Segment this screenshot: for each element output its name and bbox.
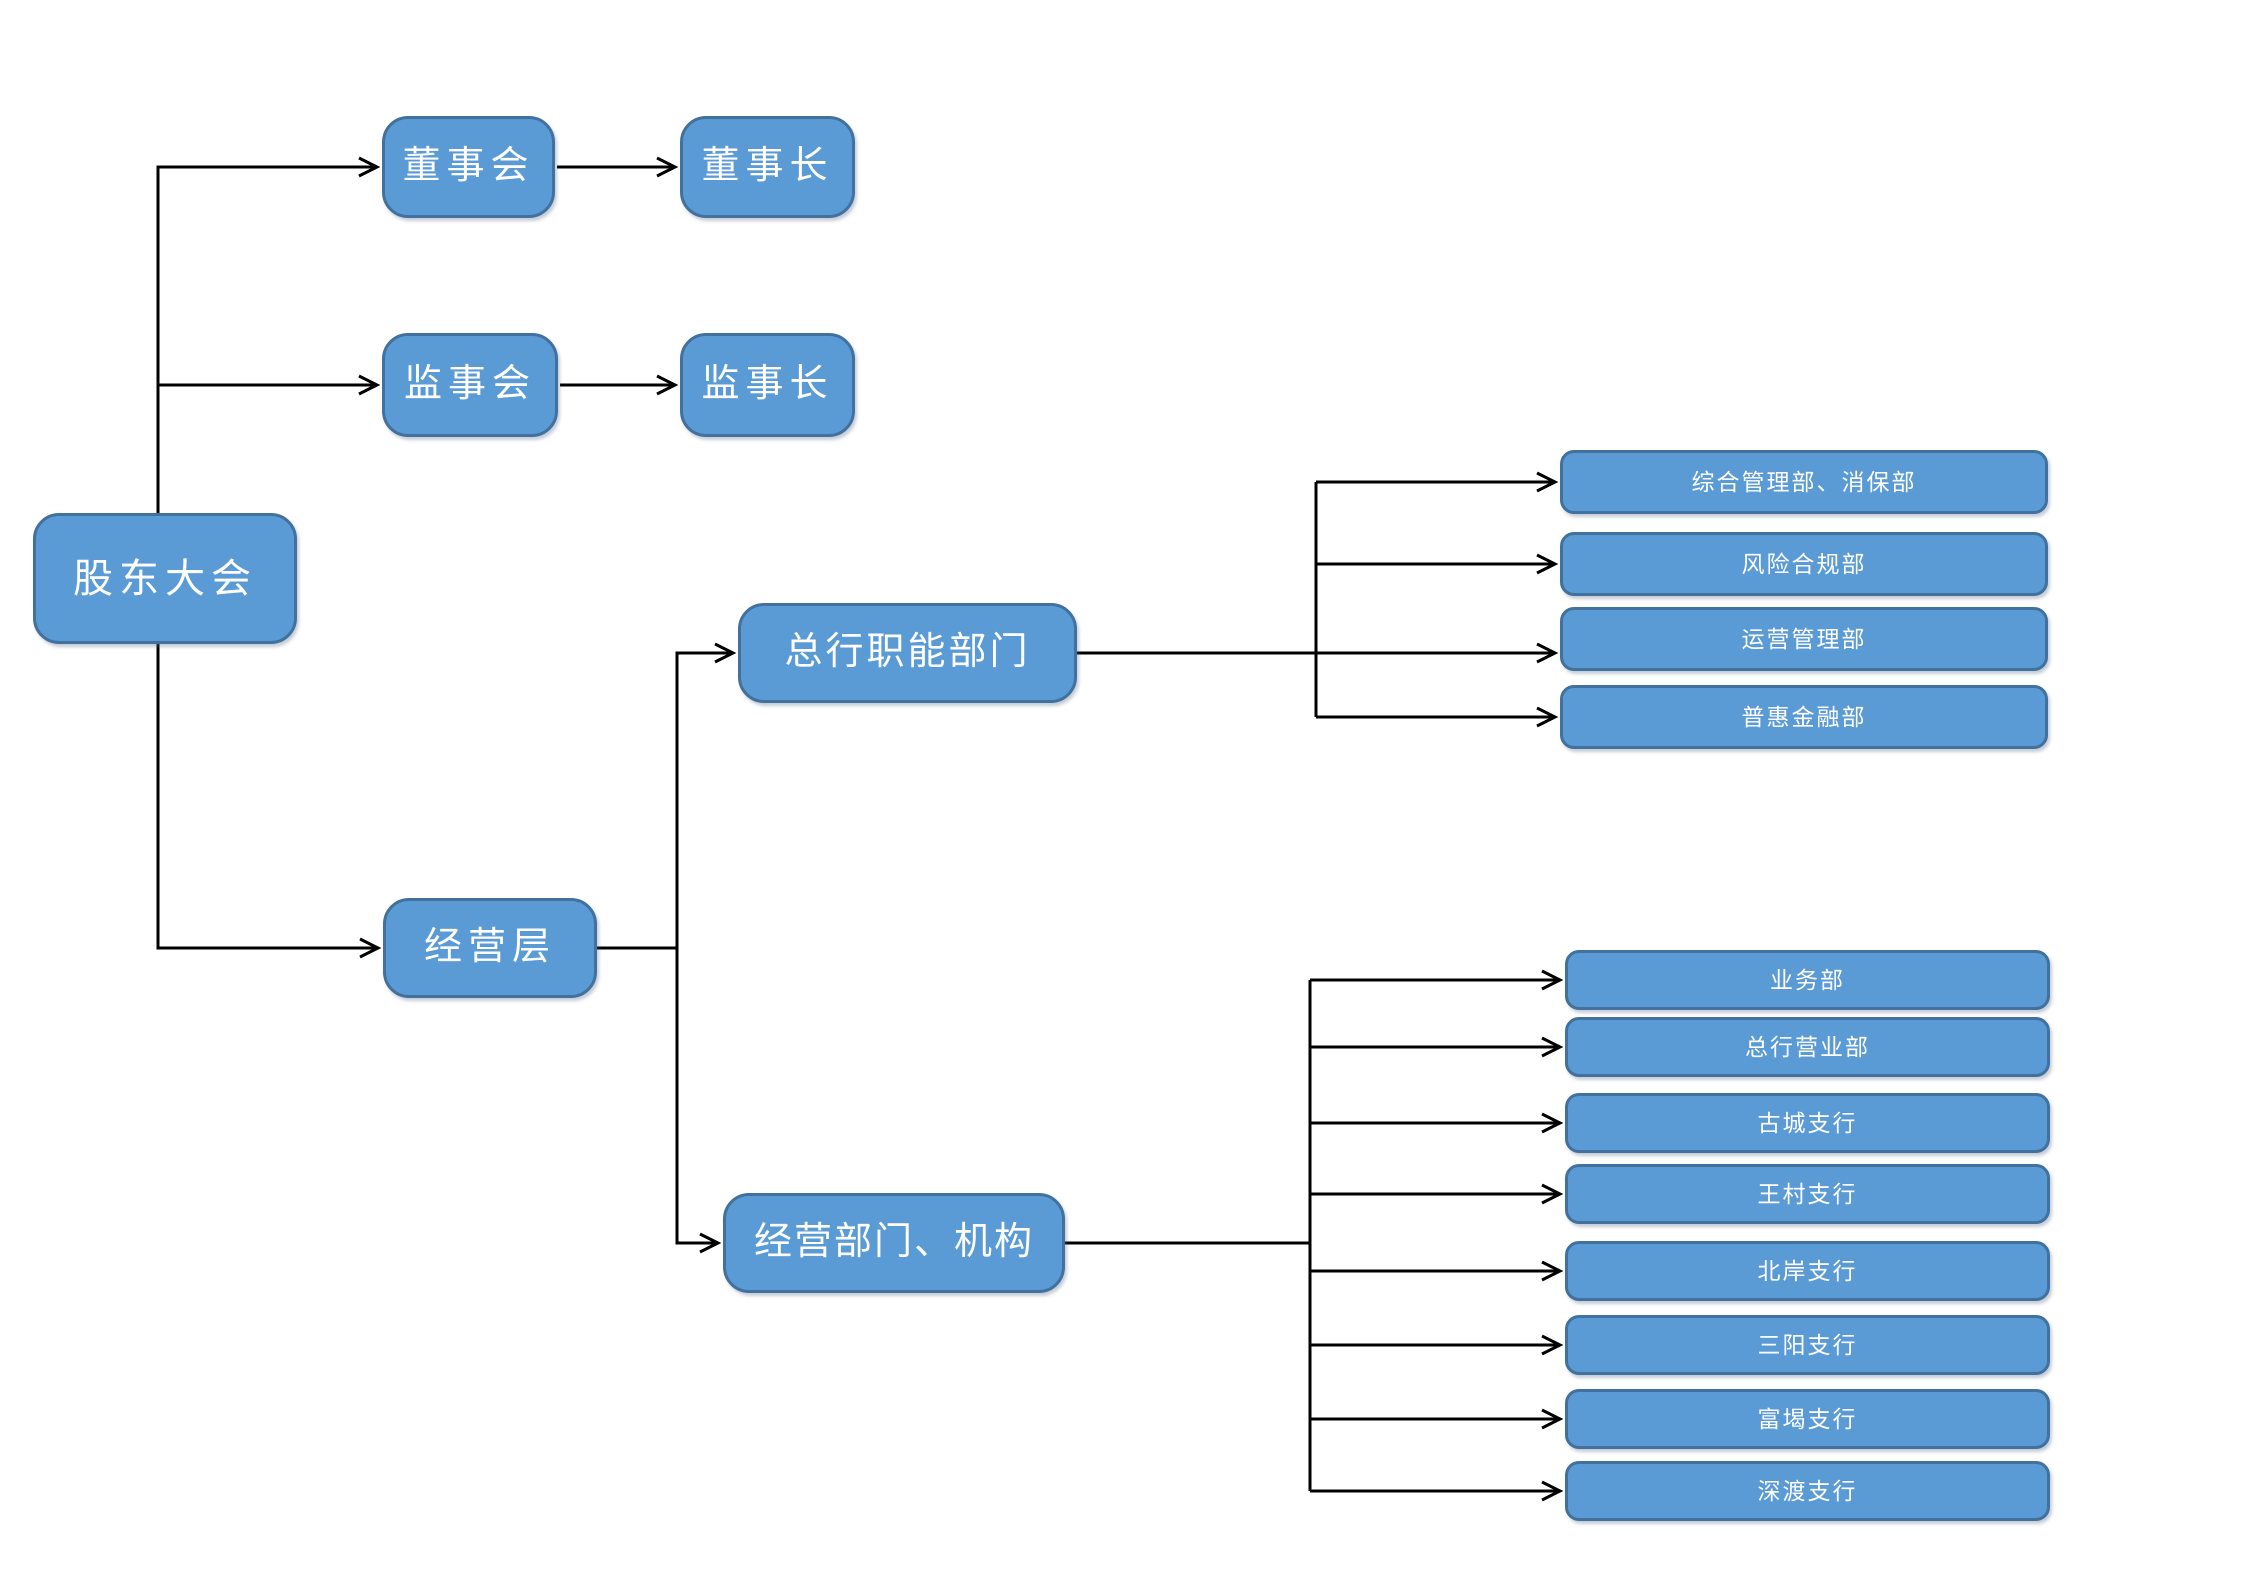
node-unit-beian-branch[interactable]: 北岸支行: [1565, 1241, 2050, 1301]
node-unit-wangcun-branch[interactable]: 王村支行: [1565, 1164, 2050, 1224]
node-unit-business-dept[interactable]: 业务部: [1565, 950, 2050, 1010]
node-unit-gucheng-branch[interactable]: 古城支行: [1565, 1093, 2050, 1153]
node-shareholders-meeting[interactable]: 股东大会: [33, 513, 297, 644]
node-unit-sanyang-branch[interactable]: 三阳支行: [1565, 1315, 2050, 1375]
node-chief-supervisor[interactable]: 监事长: [680, 333, 855, 437]
node-unit-fue-branch[interactable]: 富堨支行: [1565, 1389, 2050, 1449]
node-dept-inclusive-finance[interactable]: 普惠金融部: [1560, 685, 2048, 749]
node-unit-head-office-business-dept[interactable]: 总行营业部: [1565, 1017, 2050, 1077]
node-chairman[interactable]: 董事长: [680, 116, 855, 218]
node-operating-departments[interactable]: 经营部门、机构: [723, 1193, 1065, 1293]
node-management-level[interactable]: 经营层: [383, 898, 597, 998]
node-dept-general-admin-consumer-protection[interactable]: 综合管理部、消保部: [1560, 450, 2048, 514]
node-board-of-directors[interactable]: 董事会: [382, 116, 555, 218]
node-unit-shendu-branch[interactable]: 深渡支行: [1565, 1461, 2050, 1521]
node-head-office-departments[interactable]: 总行职能部门: [738, 603, 1077, 703]
node-supervisory-board[interactable]: 监事会: [382, 333, 558, 437]
node-dept-operations-management[interactable]: 运营管理部: [1560, 607, 2048, 671]
node-dept-risk-compliance[interactable]: 风险合规部: [1560, 532, 2048, 596]
